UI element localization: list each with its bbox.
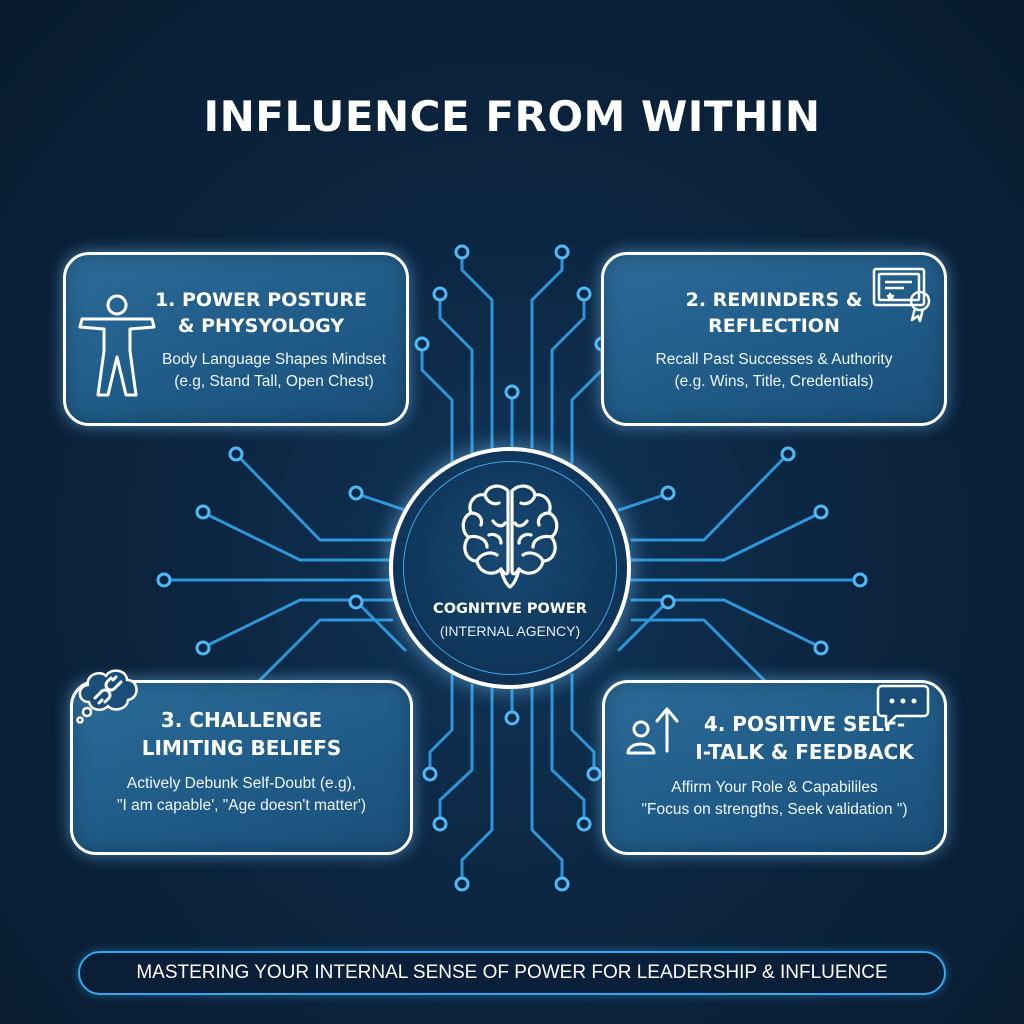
person-posture-icon bbox=[78, 294, 156, 397]
card-title: 2. REMINDERS & bbox=[685, 289, 863, 311]
card-title: 3. CHALLENGE bbox=[160, 708, 323, 732]
card-description: "I am capable', "Age doesn't matter') bbox=[116, 797, 367, 814]
card-description: (e.g. Wins, Title, Credentials) bbox=[674, 373, 874, 390]
card-description: Actively Debunk Self-Doubt (e.g), bbox=[126, 775, 357, 792]
brain-icon bbox=[461, 484, 559, 589]
card-title: & PHYSYOLOGY bbox=[177, 315, 345, 337]
hub-inner-ring bbox=[403, 461, 617, 675]
page-title: INFLUENCE FROM WITHIN bbox=[203, 92, 821, 141]
card-title: 1. POWER POSTURE bbox=[154, 289, 368, 311]
card-positive-self-talk: 4. POSITIVE SELF- I-TALK & FEEDBACK Affi… bbox=[602, 680, 947, 855]
card-challenge-beliefs: 3. CHALLENGE LIMITING BELIEFS Actively D… bbox=[70, 680, 413, 855]
certificate-icon bbox=[872, 267, 931, 323]
card-reminders-reflection: 2. REMINDERS & REFLECTION Recall Past Su… bbox=[601, 252, 947, 426]
card-description: Body Language Shapes Mindset bbox=[161, 351, 387, 368]
card-title: I-TALK & FEEDBACK bbox=[695, 740, 914, 764]
footer-banner: MASTERING YOUR INTERNAL SENSE OF POWER F… bbox=[78, 951, 946, 995]
card-description: (e.g, Stand Tall, Open Chest) bbox=[174, 373, 374, 390]
hub-title: COGNITIVE POWER bbox=[433, 601, 587, 617]
card-description: Recall Past Successes & Authority bbox=[655, 351, 893, 368]
user-growth-icon bbox=[626, 707, 679, 755]
center-hub: COGNITIVE POWER (INTERNAL AGENCY) bbox=[389, 447, 631, 689]
speech-bubble-icon bbox=[876, 684, 930, 728]
broken-chain-thought-icon bbox=[76, 669, 138, 724]
card-description: Affirm Your Role & Capabililes bbox=[671, 779, 878, 796]
card-title: 4. POSITIVE SELF- bbox=[703, 712, 906, 736]
card-title: REFLECTION bbox=[708, 315, 840, 337]
hub-subtitle: (INTERNAL AGENCY) bbox=[439, 623, 581, 639]
card-description: "Focus on strengths, Seek validation ") bbox=[641, 801, 908, 818]
card-title: LIMITING BELIEFS bbox=[141, 736, 342, 760]
card-power-posture: 1. POWER POSTURE & PHYSYOLOGY Body Langu… bbox=[63, 252, 409, 426]
